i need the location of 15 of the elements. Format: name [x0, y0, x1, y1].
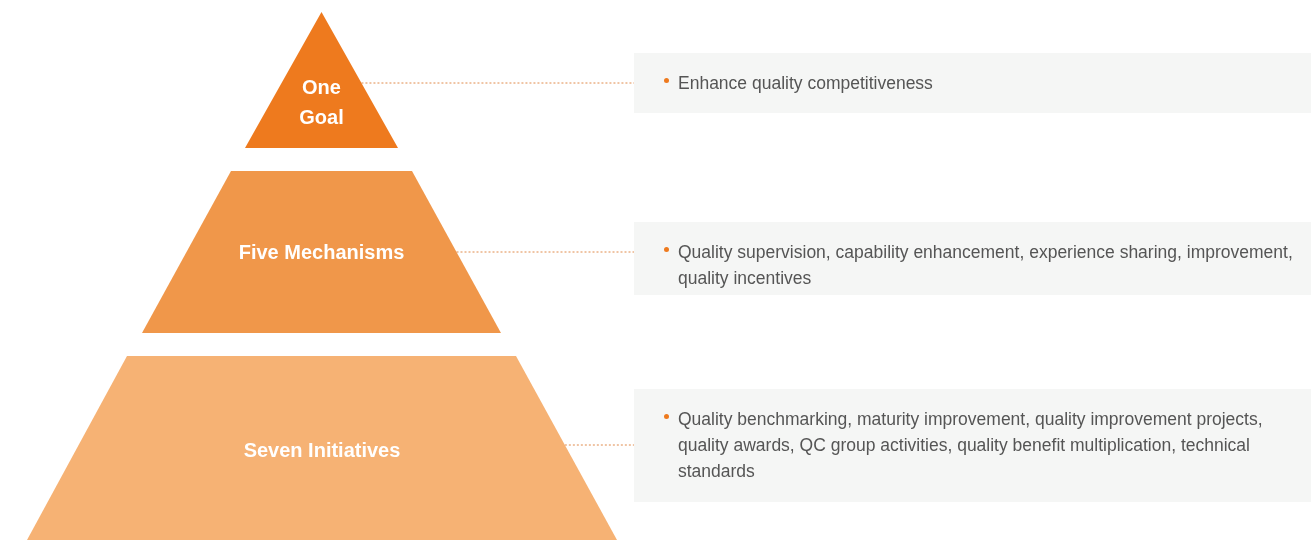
leader-line [456, 251, 635, 253]
pyramid-tier [142, 171, 501, 333]
leader-line [564, 444, 635, 446]
pyramid-tier [27, 356, 617, 540]
description-box [634, 389, 1311, 502]
description-box [634, 222, 1311, 295]
description-text: Quality benchmarking, maturity improvement, quality improvement projects, quality awards, QC group activities, quality benefit multiplication, technical standards [678, 408, 1264, 483]
tier-label: Seven Initiatives [242, 438, 402, 463]
description-box [634, 53, 1311, 113]
description-text: Enhance quality competitiveness [678, 72, 934, 95]
description-text: Quality supervision, capability enhancement, experience sharing, improvement, quality incentives [678, 241, 1294, 290]
tier-label: Five Mechanisms [237, 240, 406, 265]
tier-label: One Goal [298, 75, 345, 130]
pyramid-top-triangle [245, 12, 398, 148]
leader-line [360, 82, 635, 84]
